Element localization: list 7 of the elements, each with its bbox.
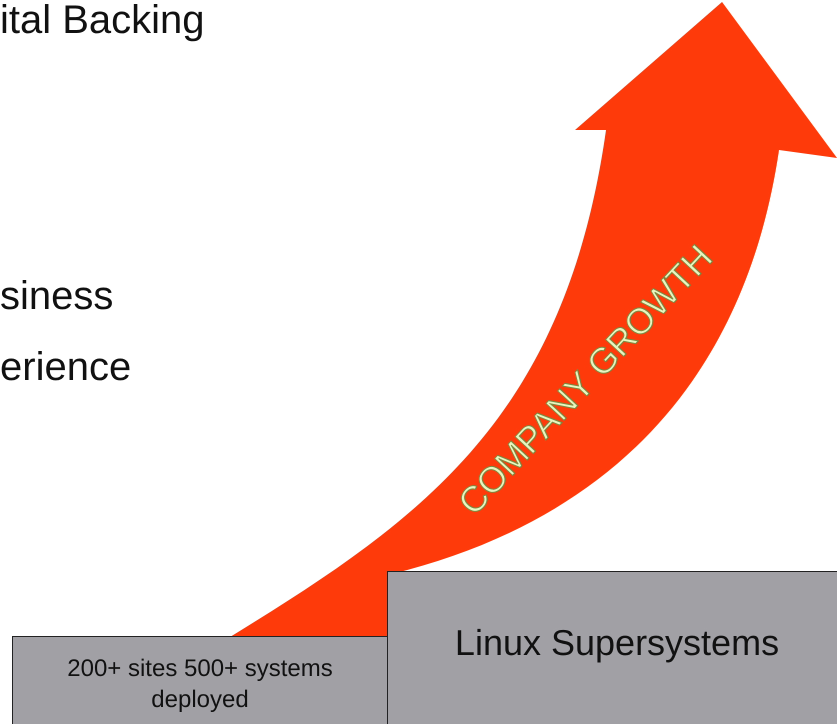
bullet-text: siness xyxy=(0,276,114,316)
heading-text: ital Backing xyxy=(0,0,205,40)
text-box xyxy=(12,636,388,724)
text-box xyxy=(387,571,837,724)
box-text: 200+ sites 500+ systems deployed xyxy=(66,654,334,716)
bullet-text: erience xyxy=(0,347,132,387)
box-text: Linux Supersystems xyxy=(454,621,780,665)
